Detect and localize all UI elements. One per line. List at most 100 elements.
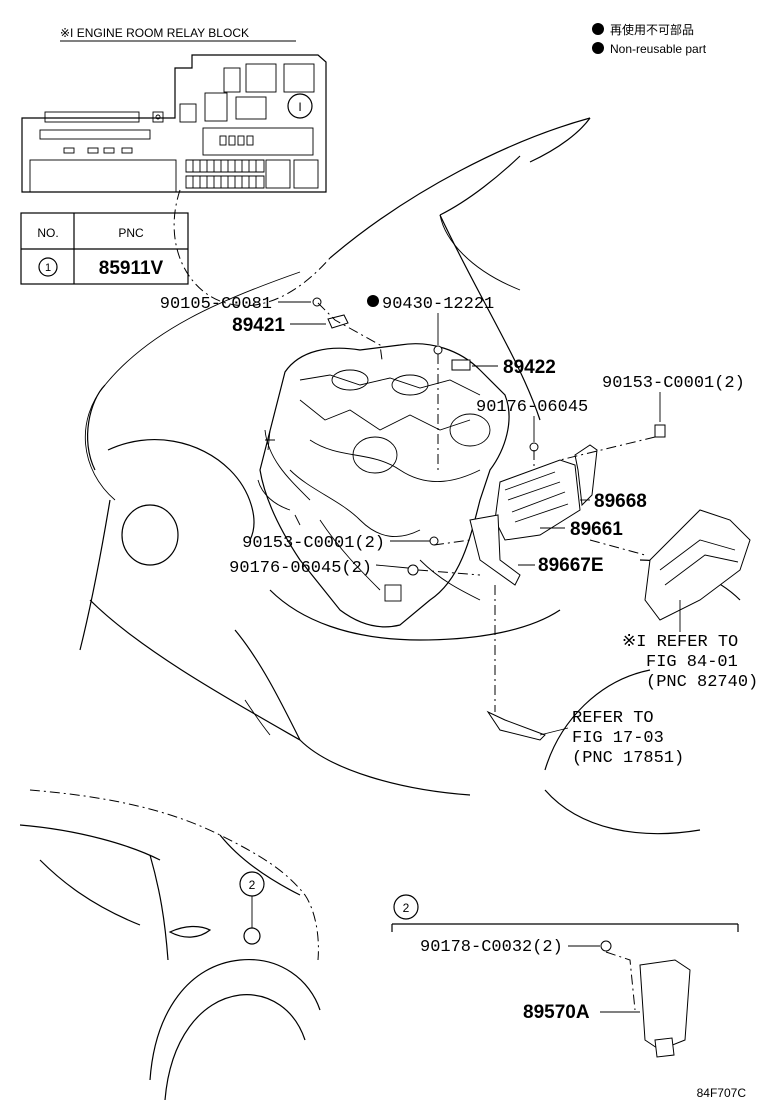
ecu-89661-icon xyxy=(494,459,581,541)
part-90430-label: 90430-12221 xyxy=(382,295,494,314)
sensor-connector xyxy=(654,1037,675,1058)
grille-outline xyxy=(107,439,255,541)
relay-slot xyxy=(204,92,228,122)
pnc-row-pnc: 85911V xyxy=(99,258,164,279)
sensor-location-marker xyxy=(243,927,261,945)
relay-fuse-strip xyxy=(44,111,140,123)
relay-block-outline xyxy=(21,54,327,193)
relay-block-title: ※I ENGINE ROOM RELAY BLOCK xyxy=(60,26,249,40)
refer-17-03-line2: FIG 17-03 xyxy=(572,729,664,748)
bumper-lower-edge xyxy=(269,589,561,641)
dashed-line xyxy=(173,189,331,307)
dashed-line xyxy=(589,539,646,556)
detail-callout-circle xyxy=(393,894,419,920)
door-handle xyxy=(168,925,212,938)
dashed-line xyxy=(417,569,481,576)
part-90153-top-label: 90153-C0001(2) xyxy=(602,374,745,393)
relay-slot xyxy=(293,159,319,189)
engine-detail xyxy=(265,429,275,451)
part-90176-top-label: 90176-06045 xyxy=(476,398,588,417)
figure-code: 84F707C xyxy=(697,1086,747,1100)
engine-body xyxy=(259,343,510,628)
hood-edge xyxy=(439,155,521,216)
nut-90176-top-icon xyxy=(529,442,539,452)
relay-fuse xyxy=(237,135,245,146)
relay-slot xyxy=(265,159,291,189)
wheel-arch xyxy=(544,789,701,835)
dashed-lines xyxy=(173,189,656,712)
relay-slot xyxy=(179,103,197,123)
leader-line xyxy=(539,727,569,736)
rear-callout-number: 2 xyxy=(249,878,256,892)
detail-group-2: 2 90178-C0032(2) 89570A xyxy=(391,894,739,1058)
relay-mini-fuses xyxy=(185,159,265,189)
non-reusable-dot-icon xyxy=(592,23,604,35)
pnc-header-no: NO. xyxy=(37,226,58,240)
bumper-line xyxy=(244,699,271,736)
relay-slot xyxy=(223,67,241,93)
hood-edge xyxy=(329,117,591,259)
bolt-90153-top-icon xyxy=(654,424,666,438)
relay-fuse-box xyxy=(202,127,314,156)
part-labels: 90105-C0081 89421 90430-12221 89422 9015… xyxy=(160,295,745,578)
sensor-89422-icon xyxy=(451,359,471,371)
refer-84-01-line3: (PNC 82740) xyxy=(646,673,758,692)
relay-slot xyxy=(235,96,267,120)
gasket-90430-icon xyxy=(433,345,443,355)
part-89422-label: 89422 xyxy=(503,357,556,378)
sensor-89570a-icon xyxy=(639,959,691,1051)
engine-detail xyxy=(289,469,421,537)
non-reusable-dot-icon xyxy=(367,295,379,307)
rear-wheel xyxy=(164,994,306,1101)
engine-detail xyxy=(299,399,471,431)
part-90176-mid-label: 90176-06045(2) xyxy=(229,559,372,578)
engine-detail xyxy=(331,369,369,391)
relay-block-marker-circle xyxy=(287,93,313,119)
body-line xyxy=(19,824,161,861)
engine-detail xyxy=(294,514,301,526)
rear-wheel-arch xyxy=(149,958,321,1081)
detail-callout-number: 2 xyxy=(403,901,410,915)
engine-detail xyxy=(449,413,491,447)
bracket-89668-icon xyxy=(574,444,598,507)
relay-screw xyxy=(155,114,161,120)
refer-note-84-01: ※I REFER TO FIG 84-01 (PNC 82740) xyxy=(622,633,758,692)
part-89661-label: 89661 xyxy=(570,519,623,540)
relay-block-inset: ※I ENGINE ROOM RELAY BLOCK I xyxy=(21,26,327,193)
bumper-lower-edge xyxy=(89,599,301,741)
bumper-outline xyxy=(87,384,106,471)
refer-note-17-03: REFER TO FIG 17-03 (PNC 17851) xyxy=(572,709,684,768)
vehicle-rear-outline: 2 xyxy=(19,789,321,1101)
relay-fuse xyxy=(87,147,99,154)
bumper-outline xyxy=(84,271,301,501)
pnc-table: NO. PNC 1 85911V xyxy=(20,212,189,285)
relay-block-marker: I xyxy=(298,100,301,114)
part-89570a-label: 89570A xyxy=(523,1002,590,1023)
engine-detail xyxy=(319,519,381,591)
dashed-line xyxy=(605,951,636,1011)
part-90153-mid-label: 90153-C0001(2) xyxy=(242,534,385,553)
engine-detail xyxy=(309,439,481,482)
fender-line xyxy=(439,214,541,421)
relay-connector xyxy=(29,159,177,193)
hood-edge xyxy=(439,214,521,291)
refer-17-03-line1: REFER TO xyxy=(572,709,654,728)
part-drawings xyxy=(312,297,751,741)
relay-fuse-strip xyxy=(39,129,151,140)
legend-non-reusable-en: Non-reusable part xyxy=(610,42,707,56)
part-89668-label: 89668 xyxy=(594,491,647,512)
engine-detail xyxy=(419,559,481,601)
relay-fuse xyxy=(219,135,227,146)
relay-block-case-icon xyxy=(644,509,751,621)
engine-detail xyxy=(384,584,402,602)
body-line xyxy=(149,854,169,961)
engine-detail xyxy=(264,429,311,501)
relay-fuse xyxy=(121,147,133,154)
leader-lines xyxy=(278,301,681,736)
relay-slot xyxy=(245,63,277,93)
leader-line xyxy=(375,564,409,569)
relay-slot xyxy=(283,63,315,93)
dashed-line xyxy=(433,539,471,546)
